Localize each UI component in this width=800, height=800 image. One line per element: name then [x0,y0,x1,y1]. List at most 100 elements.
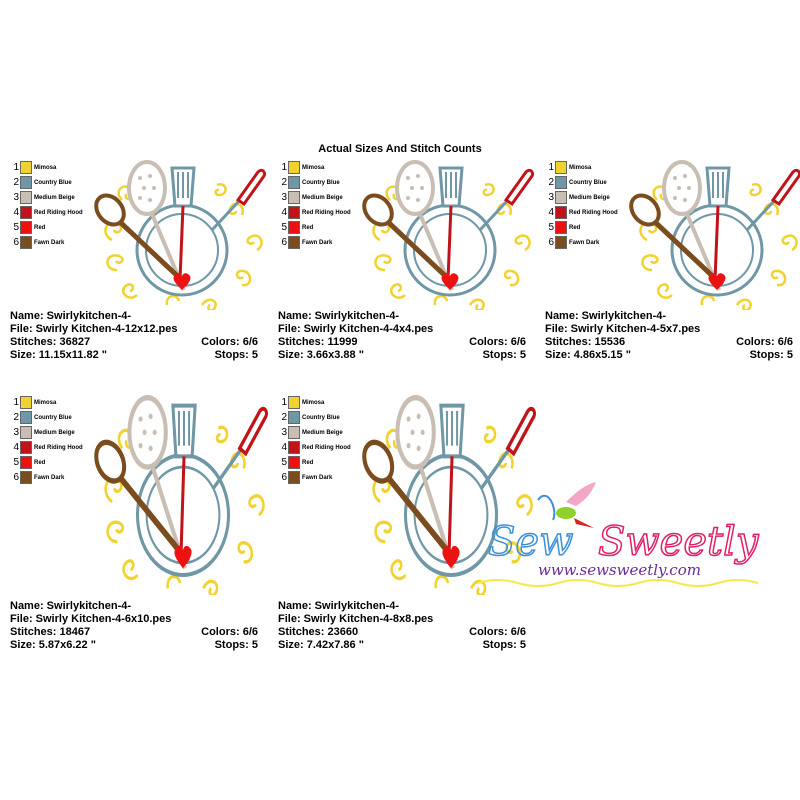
legend-item: 6 Fawn Dark [10,235,83,250]
stitch-count: Stitches: 18467 [10,626,91,638]
legend-label: Red Riding Hood [302,444,351,451]
color-legend: 1 Mimosa 2 Country Blue 3 Medium Beige 4… [10,160,83,250]
legend-number: 6 [281,472,287,483]
legend-number: 4 [13,442,19,453]
legend-item: 1 Mimosa [545,160,618,175]
stitch-count: Stitches: 11999 [278,336,358,348]
legend-item: 3 Medium Beige [545,190,618,205]
design-panel: 1 Mimosa 2 Country Blue 3 Medium Beige 4… [10,160,260,420]
design-info: Name: Swirlykitchen-4- File: Swirly Kitc… [278,600,526,652]
design-size: Size: 11.15x11.82 " [10,349,107,361]
stop-count: Stops: 5 [482,639,526,651]
color-swatch [20,191,32,204]
legend-number: 1 [13,162,19,173]
legend-item: 3 Medium Beige [10,190,83,205]
legend-item: 5 Red [10,220,83,235]
legend-number: 4 [13,207,19,218]
legend-item: 2 Country Blue [545,175,618,190]
stitch-count: Stitches: 36827 [10,336,91,348]
legend-number: 2 [281,177,287,188]
legend-number: 2 [13,412,19,423]
legend-item: 4 Red Riding Hood [545,205,618,220]
color-count: Colors: 6/6 [469,336,526,348]
legend-item: 4 Red Riding Hood [10,440,83,455]
design-name: Name: Swirlykitchen-4- [545,310,667,322]
embroidery-design-preview [360,160,538,310]
color-swatch [20,426,32,439]
legend-number: 4 [548,207,554,218]
color-legend: 1 Mimosa 2 Country Blue 3 Medium Beige 4… [278,160,351,250]
legend-number: 6 [281,237,287,248]
legend-label: Red [34,459,46,466]
legend-number: 5 [13,222,19,233]
legend-item: 6 Fawn Dark [278,235,351,250]
color-swatch [288,456,300,469]
legend-item: 3 Medium Beige [10,425,83,440]
design-info: Name: Swirlykitchen-4- File: Swirly Kitc… [545,310,793,362]
color-swatch [288,221,300,234]
logo-url: www.sewsweetly.com [538,561,701,579]
legend-item: 6 Fawn Dark [545,235,618,250]
legend-label: Red Riding Hood [302,209,351,216]
color-swatch [288,236,300,249]
sew-sweetly-logo: Sew Sweetly www.sewsweetly.com [477,480,768,590]
legend-number: 5 [548,222,554,233]
legend-item: 5 Red [278,220,351,235]
legend-label: Mimosa [302,399,325,406]
legend-number: 1 [548,162,554,173]
design-size: Size: 7.42x7.86 " [278,639,364,651]
legend-number: 5 [13,457,19,468]
color-legend: 1 Mimosa 2 Country Blue 3 Medium Beige 4… [278,395,351,485]
color-swatch [20,236,32,249]
design-size: Size: 5.87x6.22 " [10,639,96,651]
logo-word-sweetly: Sweetly [598,519,760,565]
legend-item: 2 Country Blue [278,175,351,190]
legend-label: Medium Beige [302,429,343,436]
legend-label: Fawn Dark [34,239,65,246]
legend-label: Mimosa [569,164,592,171]
color-swatch [20,441,32,454]
legend-item: 2 Country Blue [278,410,351,425]
color-swatch [288,176,300,189]
legend-number: 2 [13,177,19,188]
legend-label: Red Riding Hood [34,444,83,451]
legend-number: 1 [281,162,287,173]
legend-label: Red [569,224,581,231]
legend-number: 2 [548,177,554,188]
legend-number: 1 [281,397,287,408]
design-info: Name: Swirlykitchen-4- File: Swirly Kitc… [10,600,258,652]
legend-item: 1 Mimosa [10,160,83,175]
color-swatch [20,221,32,234]
color-swatch [288,206,300,219]
legend-number: 4 [281,207,287,218]
legend-number: 3 [13,192,19,203]
legend-item: 4 Red Riding Hood [278,440,351,455]
legend-item: 6 Fawn Dark [10,470,83,485]
legend-label: Country Blue [34,414,72,421]
embroidery-design-preview [92,160,270,310]
color-legend: 1 Mimosa 2 Country Blue 3 Medium Beige 4… [10,395,83,485]
legend-number: 3 [281,427,287,438]
legend-item: 3 Medium Beige [278,425,351,440]
legend-item: 6 Fawn Dark [278,470,351,485]
legend-label: Mimosa [34,399,57,406]
design-size: Size: 3.66x3.88 " [278,349,364,361]
legend-number: 4 [281,442,287,453]
design-panel: 1 Mimosa 2 Country Blue 3 Medium Beige 4… [278,395,528,655]
legend-label: Red [302,459,314,466]
logo-word-sew: Sew [488,519,573,565]
stitch-count: Stitches: 23660 [278,626,359,638]
color-swatch [555,191,567,204]
legend-number: 1 [13,397,19,408]
legend-item: 2 Country Blue [10,175,83,190]
color-swatch [288,191,300,204]
color-count: Colors: 6/6 [201,336,258,348]
legend-label: Medium Beige [569,194,610,201]
legend-label: Fawn Dark [302,474,333,481]
stop-count: Stops: 5 [214,349,258,361]
design-file: File: Swirly Kitchen-4-5x7.pes [545,323,701,335]
legend-label: Red [302,224,314,231]
color-swatch [555,176,567,189]
design-file: File: Swirly Kitchen-4-4x4.pes [278,323,434,335]
